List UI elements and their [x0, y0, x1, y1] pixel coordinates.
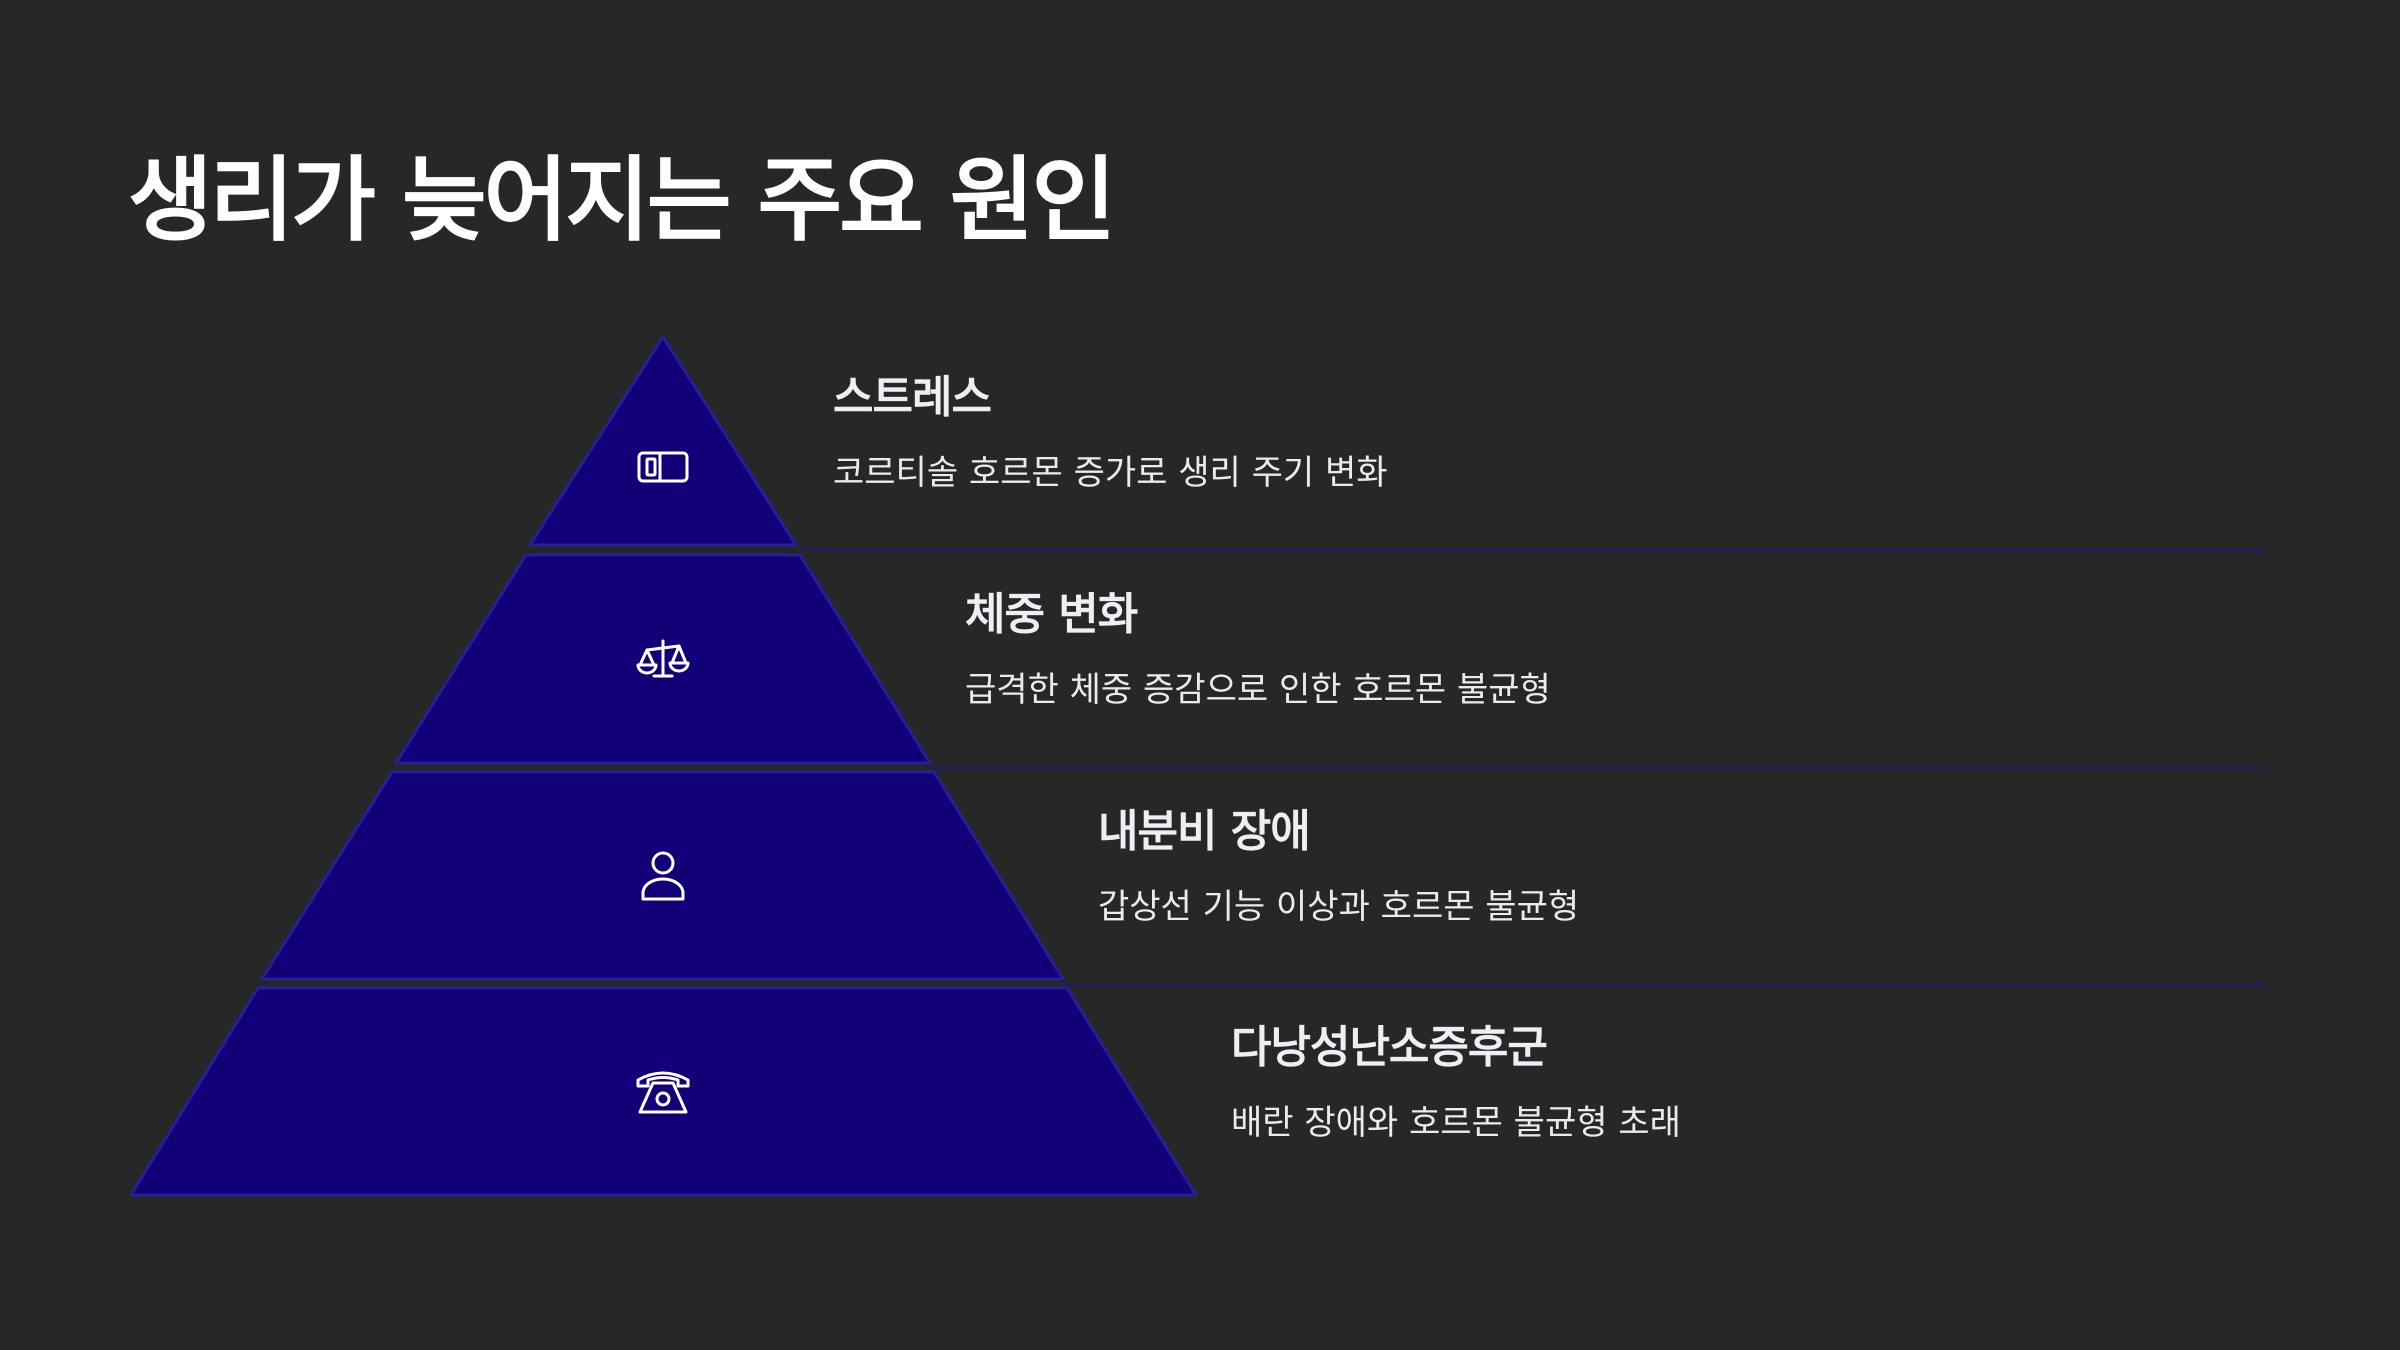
tier-label-stress: 스트레스 코르티솔 호르몬 증가로 생리 주기 변화 [833, 372, 1388, 494]
pyramid-tier-3 [260, 770, 1065, 981]
user-icon [641, 851, 685, 901]
tier-description: 급격한 체중 증감으로 인한 호르몬 불균형 [965, 669, 1551, 710]
page-title: 생리가 늦어지는 주요 원인 [128, 147, 1116, 254]
tier-heading: 스트레스 [833, 372, 992, 423]
tier-divider-3 [1063, 984, 2265, 986]
tier-label-weight: 체중 변화 급격한 체중 증감으로 인한 호르몬 불균형 [965, 589, 1551, 711]
tier-description: 코르티솔 호르몬 증가로 생리 주기 변화 [833, 452, 1388, 493]
phone-icon [636, 1071, 690, 1114]
tier-heading: 내분비 장애 [1098, 806, 1311, 857]
tier-heading: 다낭성난소증후군 [1231, 1022, 1548, 1073]
tier-description: 배란 장애와 호르몬 불균형 초래 [1231, 1102, 1681, 1143]
tier-label-pcos: 다낭성난소증후군 배란 장애와 호르몬 불균형 초래 [1231, 1022, 1681, 1144]
tier-label-endocrine: 내분비 장애 갑상선 기능 이상과 호르몬 불균형 [1098, 806, 1579, 928]
tier-divider-2 [930, 767, 2265, 769]
tier-description: 갑상선 기능 이상과 호르몬 불균형 [1098, 886, 1580, 927]
pyramid-tier-1 [528, 335, 798, 547]
ticket-icon [637, 451, 689, 483]
tier-heading: 체중 변화 [965, 589, 1138, 640]
scale-icon [636, 639, 690, 678]
pyramid-tier-4 [129, 986, 1198, 1197]
tier-divider-1 [800, 549, 2265, 551]
